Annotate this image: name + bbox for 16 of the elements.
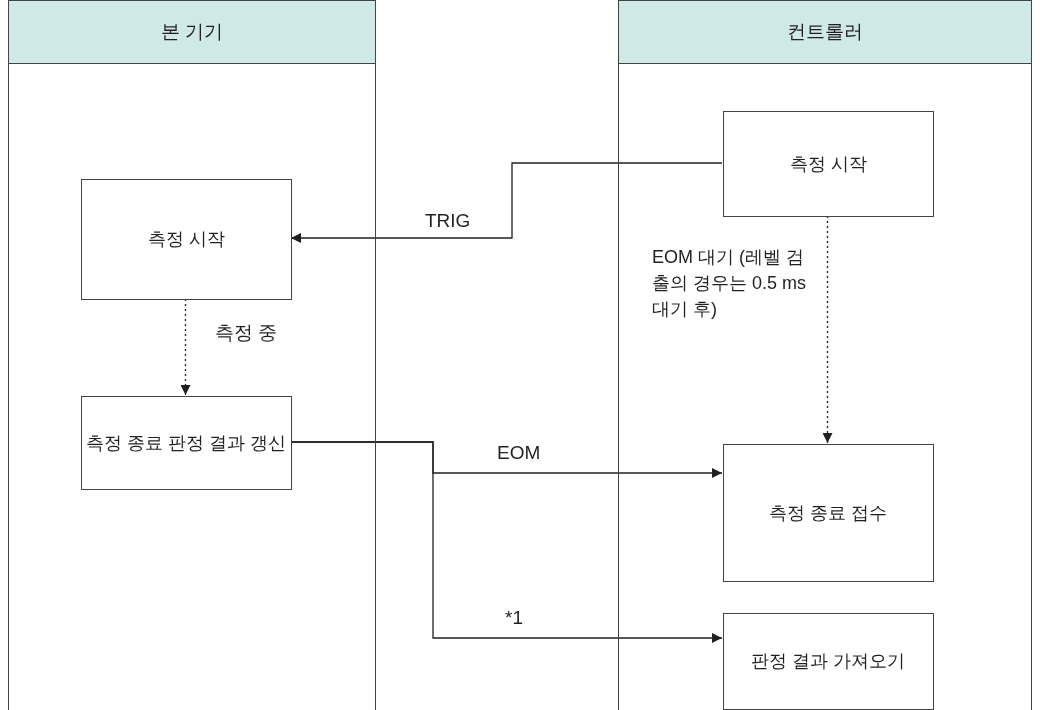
box-label: 측정 종료 접수 bbox=[769, 501, 888, 525]
process-box bbox=[723, 613, 934, 710]
swimlane bbox=[618, 0, 1032, 710]
box-label: 측정 종료 판정 결과 갱신 bbox=[86, 431, 287, 455]
box-label: 판정 결과 가져오기 bbox=[751, 650, 906, 673]
arrow bbox=[290, 441, 723, 643]
process-box bbox=[81, 396, 292, 490]
process-box bbox=[723, 111, 934, 217]
swimlane bbox=[8, 0, 376, 710]
arrow bbox=[290, 162, 723, 243]
process-box bbox=[723, 444, 934, 582]
process-box bbox=[81, 179, 292, 300]
lane-header: 컨트롤러 bbox=[619, 1, 1031, 64]
box-label: 측정 시작 bbox=[148, 228, 225, 251]
lane-header: 본 기기 bbox=[9, 1, 375, 64]
box-label: 측정 시작 bbox=[790, 152, 867, 176]
